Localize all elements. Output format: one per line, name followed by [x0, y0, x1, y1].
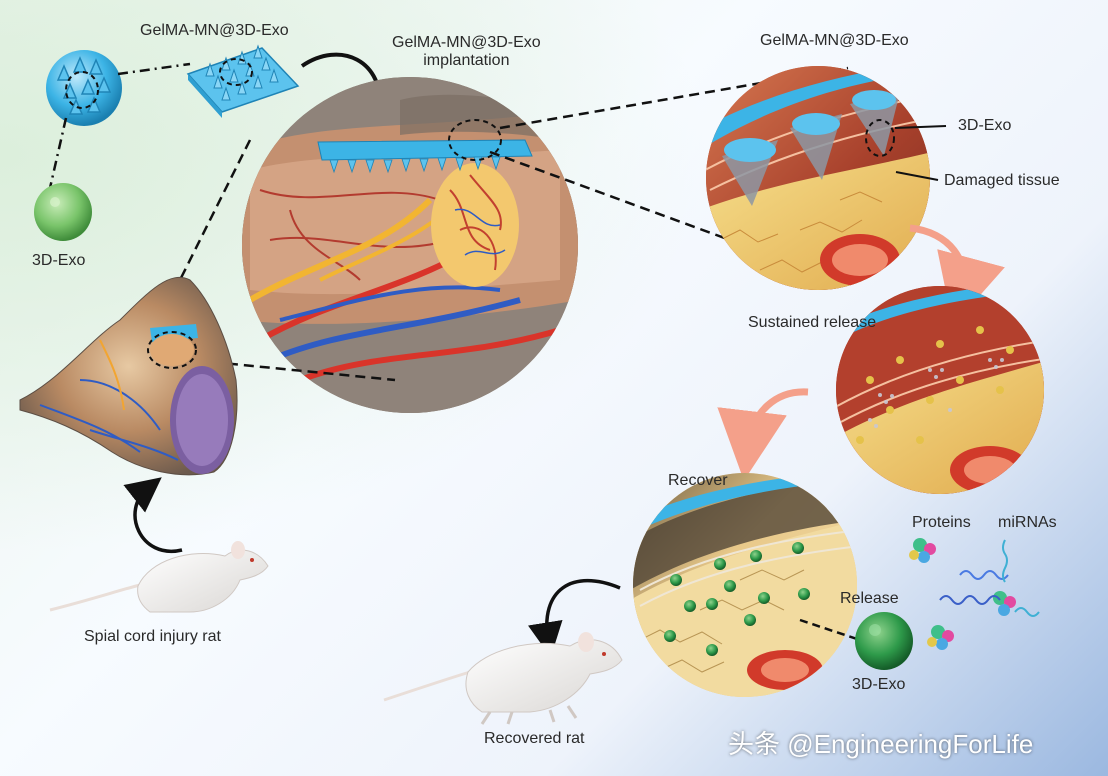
connector-detail-bottom — [489, 150, 791, 264]
label-implantation: GelMA-MN@3D-Exo implantation — [392, 34, 541, 70]
detail-circle-recover — [633, 473, 861, 697]
patch-ball — [46, 50, 122, 126]
arrow-to-recovered — [527, 578, 621, 658]
exosome-left — [34, 183, 92, 241]
injury-rat — [49, 541, 269, 613]
connector-spine-bottom — [211, 360, 396, 382]
label-injury-rat: Spial cord injury rat — [84, 628, 221, 645]
label-proteins: Proteins — [912, 514, 971, 531]
label-release: Release — [840, 590, 899, 607]
spinal-cord-section — [19, 276, 238, 476]
implanted-patch — [317, 139, 533, 174]
label-recover: Recover — [668, 472, 728, 489]
detail-circle-sustained — [836, 286, 1044, 494]
mirna-cargo — [939, 539, 1040, 617]
label-patch-top: GelMA-MN@3D-Exo — [140, 22, 289, 39]
protein-cargo — [909, 538, 1016, 650]
recovered-rat — [383, 632, 623, 725]
label-recovered-rat: Recovered rat — [484, 730, 585, 747]
pointer-damaged — [895, 171, 939, 181]
detail-circle-damaged — [706, 66, 947, 290]
label-exo-left: 3D-Exo — [32, 252, 86, 269]
arrow-rat-to-spine — [123, 477, 183, 554]
pointer-3d-exo — [894, 125, 947, 129]
connector-release — [799, 618, 861, 642]
lesion-area — [431, 163, 519, 287]
patch-sheet — [186, 44, 300, 118]
watermark: 头条 @EngineeringForLife — [728, 729, 1034, 759]
label-sustained-release: Sustained release — [748, 314, 877, 331]
connector-ball-exo — [48, 117, 68, 189]
label-exo-detail: 3D-Exo — [958, 117, 1012, 134]
label-exo-bottom: 3D-Exo — [852, 676, 906, 693]
label-mirnas: miRNAs — [998, 514, 1057, 531]
arrow-to-recover — [717, 388, 809, 481]
implantation-circle — [242, 77, 578, 413]
label-damaged-tissue: Damaged tissue — [944, 172, 1060, 189]
label-patch-detail: GelMA-MN@3D-Exo — [760, 32, 909, 49]
exosome-release — [855, 612, 913, 670]
connector-ball-patch — [117, 62, 191, 76]
arrow-to-sustained — [909, 224, 1005, 326]
